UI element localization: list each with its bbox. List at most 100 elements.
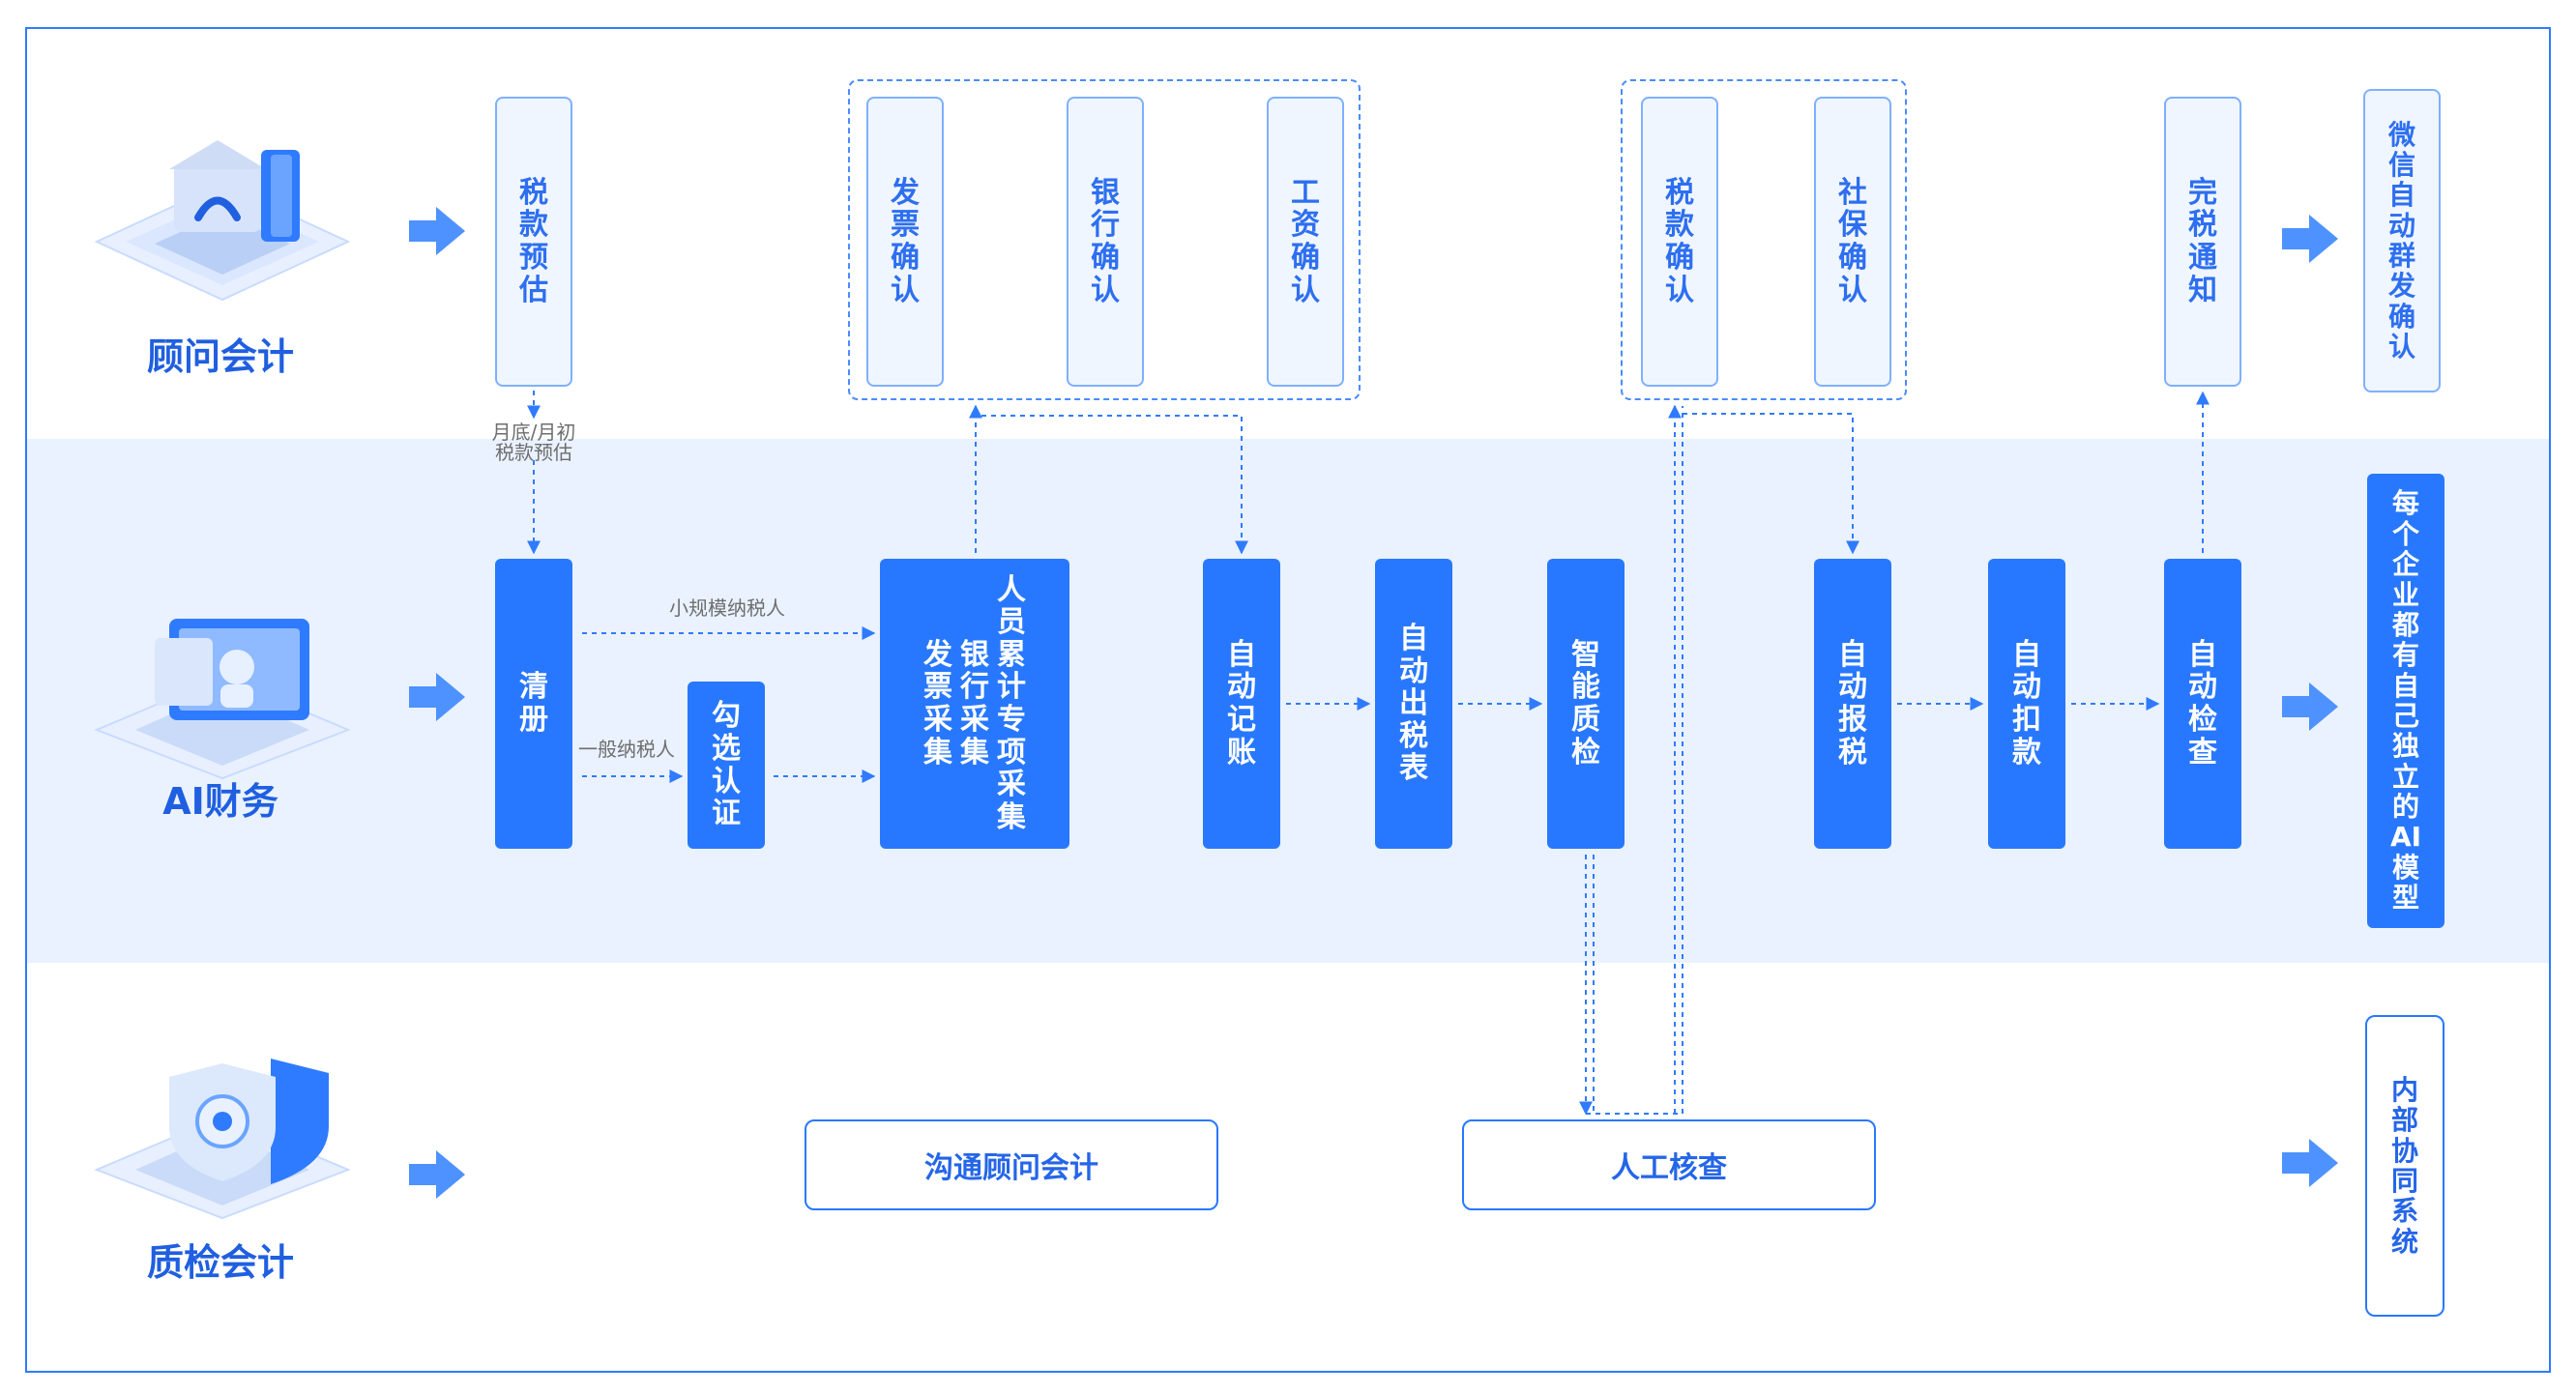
vertical-char: 立 [2391, 760, 2419, 793]
vertical-char: 认 [1091, 273, 1120, 307]
vertical-char: 自 [2387, 179, 2415, 212]
vertical-char: 模 [2391, 851, 2419, 884]
vertical-char: 报 [1838, 703, 1867, 737]
vertical-char: 行 [960, 670, 989, 705]
vertical-char: 认 [1665, 273, 1694, 307]
vertical-char: 集 [960, 735, 989, 770]
vertical-char: 认 [891, 273, 920, 307]
box-auto-report[interactable]: 自动出税表 [1375, 559, 1452, 849]
vertical-char: 税 [1665, 175, 1694, 210]
vertical-char: 统 [2390, 1225, 2418, 1258]
box-invoice-confirm[interactable]: 发票确认 [866, 97, 944, 387]
label-month-estimate-line1: 月底/月初 [491, 421, 576, 444]
vertical-char: 型 [2391, 882, 2419, 915]
vertical-char: 记 [1227, 703, 1256, 737]
vertical-char: 每 [2391, 487, 2419, 520]
vertical-char: 确 [2387, 300, 2415, 333]
vertical-char: 认 [1838, 273, 1867, 307]
box-check-cert[interactable]: 勾选认证 [688, 682, 765, 849]
vertical-char: 检 [2188, 703, 2217, 737]
diagram-frame [25, 27, 2551, 1373]
vertical-char: 集 [923, 735, 952, 770]
box-tax-estimate[interactable]: 税款预估 [495, 97, 572, 387]
box-social-confirm[interactable]: 社保确认 [1814, 97, 1891, 387]
vertical-char: 动 [2012, 670, 2041, 705]
vertical-char: 预 [519, 241, 548, 275]
vertical-char: 工 [1291, 175, 1320, 210]
vertical-char: 动 [1227, 670, 1256, 705]
vertical-char: 发 [923, 637, 952, 672]
vertical-char: 税 [1838, 735, 1867, 770]
vertical-char: 己 [2391, 700, 2419, 732]
vertical-char: 银 [1091, 175, 1120, 210]
vertical-char: 都 [2391, 608, 2419, 641]
box-auto-deduction[interactable]: 自动扣款 [1988, 559, 2065, 849]
vertical-char: 出 [1399, 686, 1428, 721]
vertical-char: 项 [997, 735, 1026, 770]
box-salary-confirm[interactable]: 工资确认 [1267, 97, 1344, 387]
vertical-char: 完 [2188, 175, 2217, 210]
vertical-char: 员 [997, 605, 1026, 640]
vertical-char: 确 [1838, 241, 1867, 275]
vertical-char: 动 [2188, 670, 2217, 705]
box-clear-books[interactable]: 清册 [495, 559, 572, 849]
collect-col-1: 人员累计专项采集 [997, 574, 1026, 834]
label-month-estimate-line2: 税款预估 [495, 441, 572, 464]
vertical-char: 动 [1399, 653, 1428, 688]
vertical-char: 内 [2390, 1073, 2418, 1106]
vertical-char: 动 [1838, 670, 1867, 705]
vertical-char: 同 [2390, 1165, 2418, 1197]
shield-check-icon [94, 1059, 351, 1220]
vertical-char: 自 [1838, 637, 1867, 672]
box-completion-notice[interactable]: 完税通知 [2164, 97, 2241, 387]
vertical-char: 协 [2390, 1134, 2418, 1167]
vertical-char: 自 [2391, 669, 2419, 702]
vertical-char: 保 [1838, 208, 1867, 243]
box-contact-advisor[interactable]: 沟通顾问会计 [805, 1119, 1218, 1210]
vertical-char: 认 [1291, 273, 1320, 307]
vertical-char: 款 [1665, 208, 1694, 243]
vertical-char: 资 [1291, 208, 1320, 243]
vertical-char: 有 [2391, 639, 2419, 672]
box-auto-bookkeeping[interactable]: 自动记账 [1203, 559, 1280, 849]
box-data-collection[interactable]: 人员累计专项采集 银行采集 发票采集 [880, 559, 1069, 849]
collect-col-3: 发票采集 [923, 639, 952, 769]
vertical-char: 业 [2391, 578, 2419, 611]
house-headset-icon [94, 140, 351, 302]
vertical-char: 采 [923, 703, 952, 737]
vertical-char: 人 [997, 572, 1026, 607]
vertical-char: 确 [1291, 241, 1320, 275]
vertical-char: 查 [2188, 735, 2217, 770]
vertical-char: 计 [997, 670, 1026, 705]
vertical-char: AI [2389, 821, 2422, 854]
vertical-char: 能 [1571, 670, 1600, 705]
vertical-char: 税 [2188, 208, 2217, 243]
vertical-char: 册 [519, 703, 548, 737]
vertical-char: 累 [997, 637, 1026, 672]
vertical-char: 采 [997, 768, 1026, 802]
row-label-advisor: 顾问会计 [146, 335, 294, 378]
box-wechat-confirm[interactable]: 微信自动群发确认 [2363, 89, 2441, 392]
confirm-group-1 [848, 79, 1361, 400]
vertical-char: 估 [519, 273, 548, 307]
box-smart-qc[interactable]: 智能质检 [1547, 559, 1625, 849]
box-internal-system[interactable]: 内部协同系统 [2365, 1015, 2444, 1317]
vertical-char: 部 [2390, 1104, 2418, 1137]
row-label-ai: AI财务 [162, 780, 278, 823]
box-manual-review[interactable]: 人工核查 [1462, 1119, 1876, 1210]
vertical-char: 系 [2390, 1195, 2418, 1228]
vertical-char: 行 [1091, 208, 1120, 243]
vertical-char: 通 [2188, 241, 2217, 275]
box-bank-confirm[interactable]: 银行确认 [1067, 97, 1144, 387]
box-auto-check[interactable]: 自动检查 [2164, 559, 2241, 849]
label-small-scale: 小规模纳税人 [669, 596, 785, 620]
box-tax-confirm[interactable]: 税款确认 [1641, 97, 1718, 387]
collect-col-2: 银行采集 [960, 639, 989, 769]
vertical-char: 银 [960, 637, 989, 672]
vertical-char: 清 [519, 670, 548, 705]
row-label-qc: 质检会计 [146, 1241, 294, 1284]
vertical-char: 自 [2188, 637, 2217, 672]
vertical-char: 认 [712, 764, 741, 799]
box-auto-tax-filing[interactable]: 自动报税 [1814, 559, 1891, 849]
